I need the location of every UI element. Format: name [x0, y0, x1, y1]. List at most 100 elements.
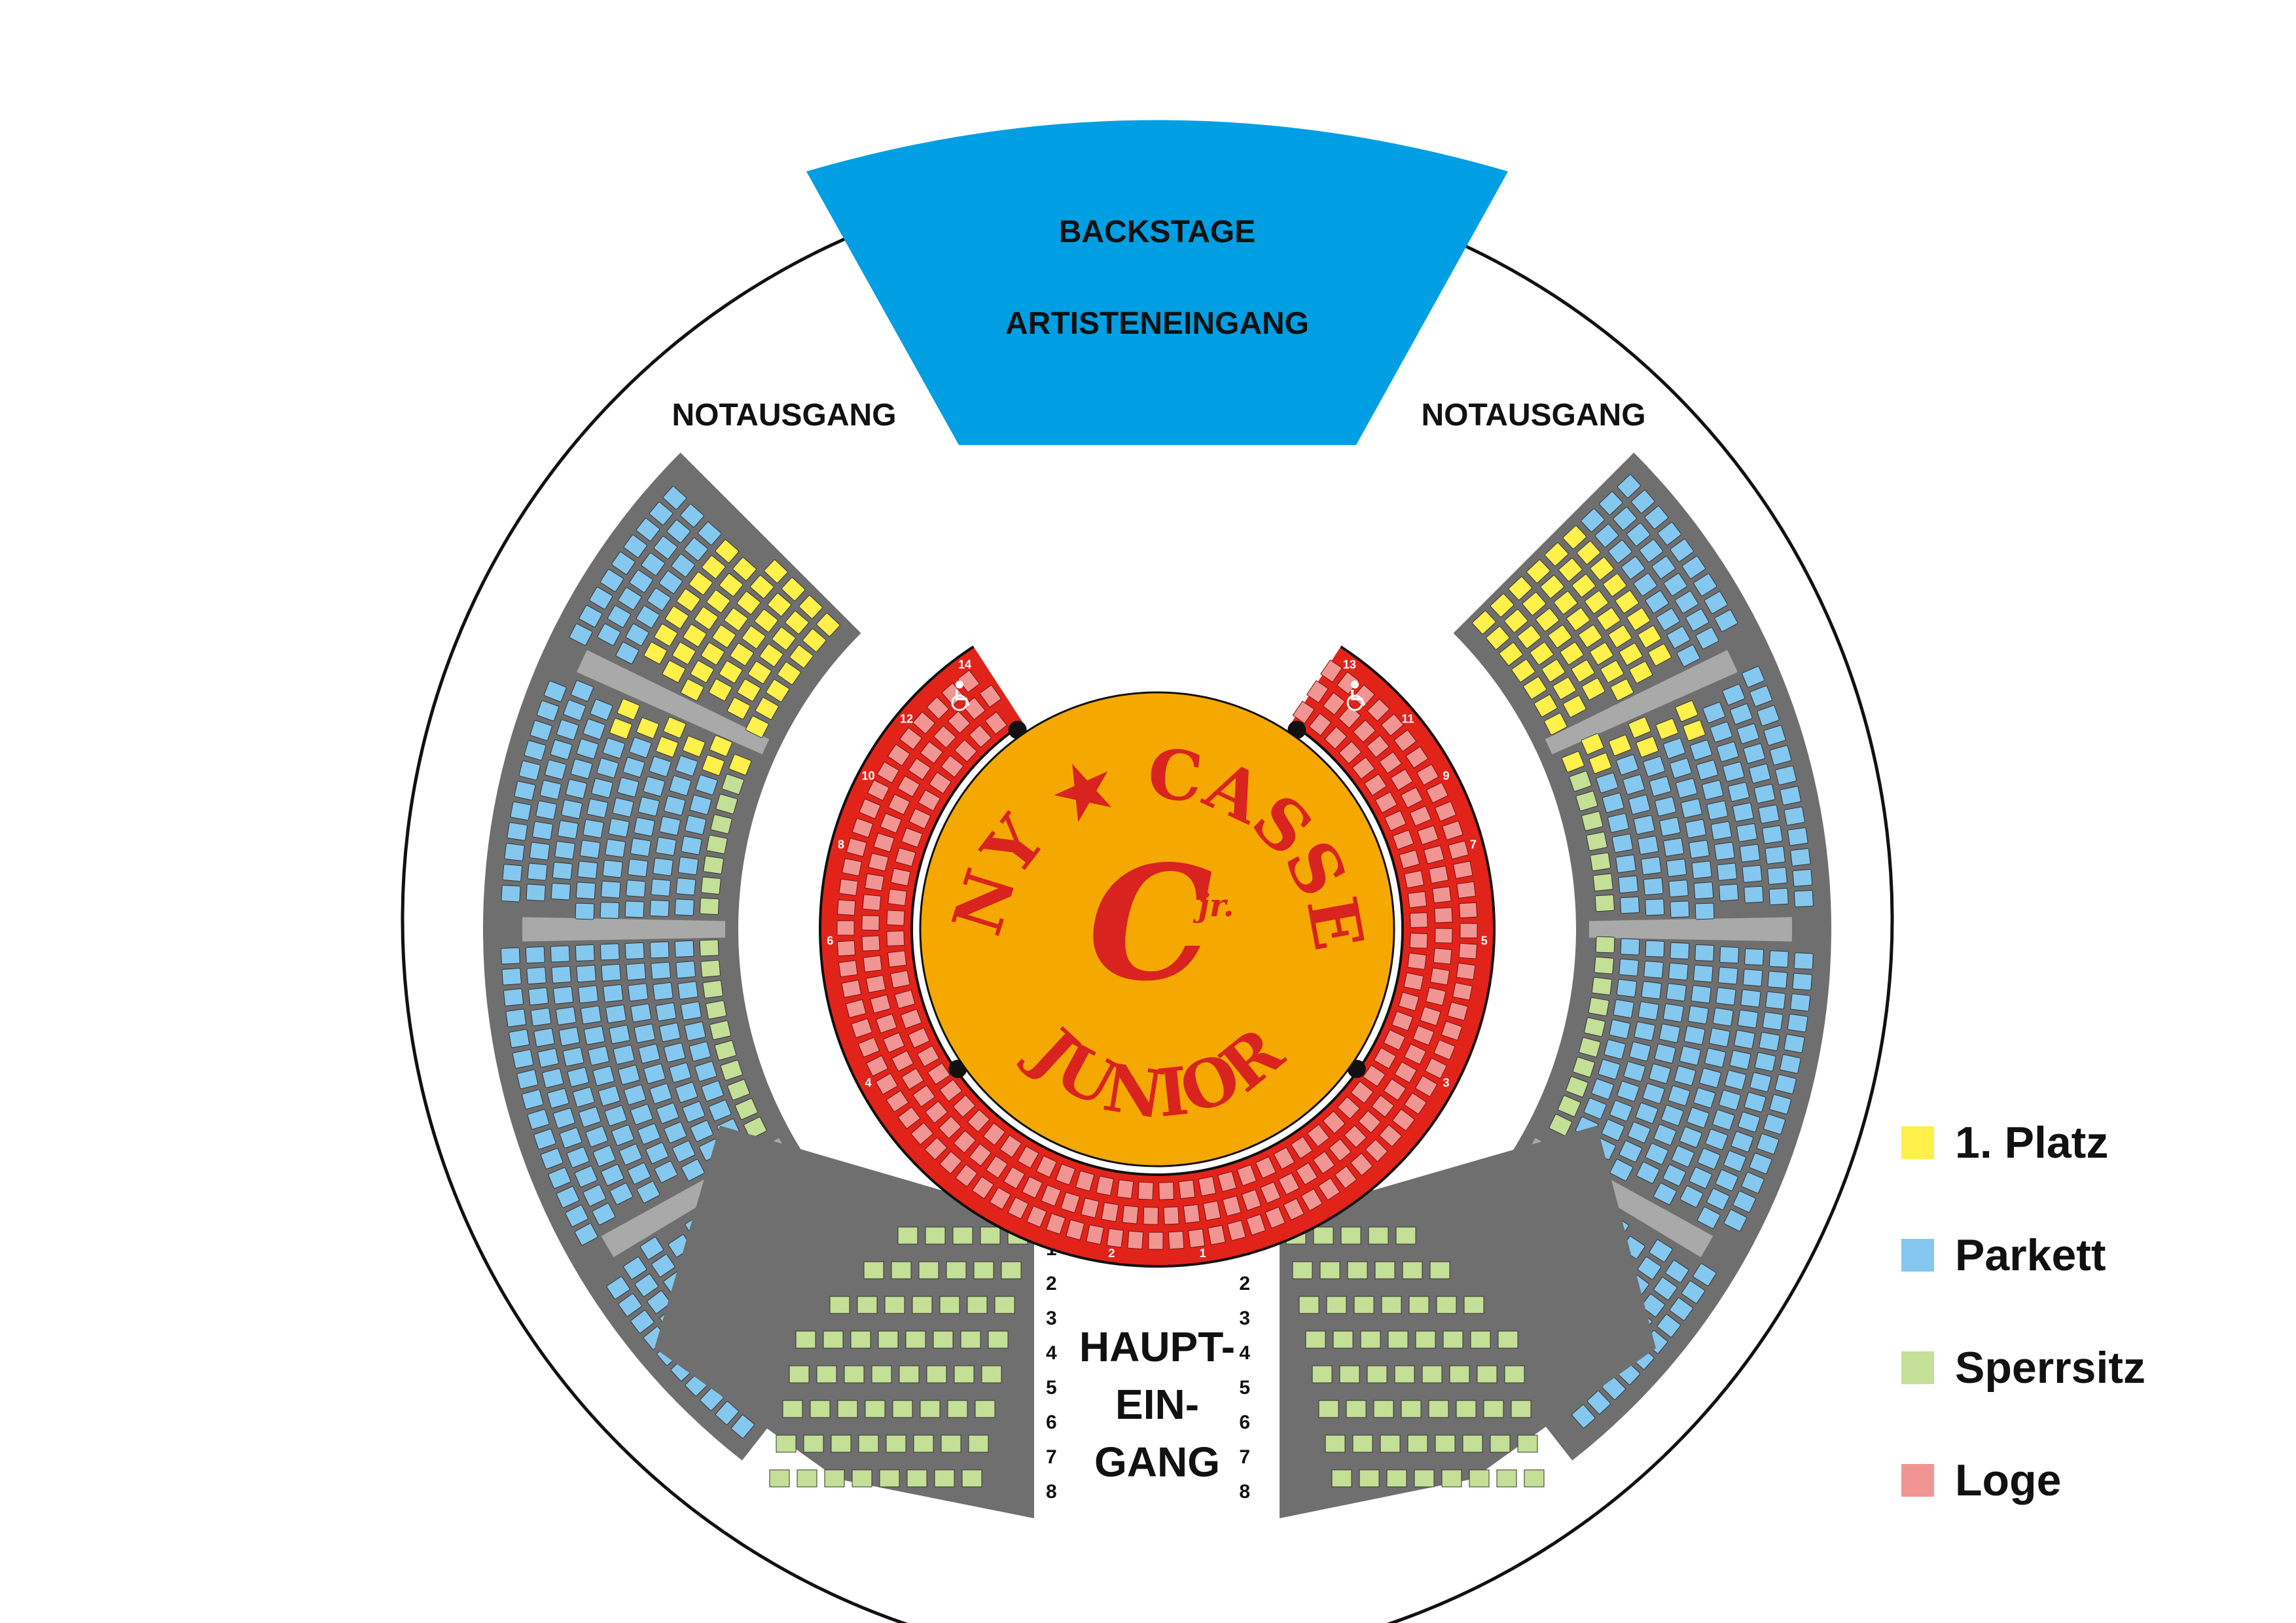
seat[interactable]	[584, 1026, 605, 1045]
seat[interactable]	[971, 1175, 994, 1200]
seat[interactable]	[630, 1103, 653, 1125]
seat[interactable]	[706, 590, 730, 613]
seat[interactable]	[1305, 1330, 1326, 1349]
seat[interactable]	[662, 486, 687, 510]
seat[interactable]	[975, 1400, 996, 1418]
seat[interactable]	[1456, 1400, 1477, 1418]
seat[interactable]	[1743, 743, 1766, 764]
seat[interactable]	[1670, 539, 1694, 562]
seat[interactable]	[981, 1365, 1002, 1383]
seat[interactable]	[1312, 1365, 1333, 1383]
seat[interactable]	[1657, 522, 1681, 546]
seat[interactable]	[889, 970, 910, 989]
seat[interactable]	[1787, 1014, 1808, 1033]
seat[interactable]	[939, 1079, 963, 1102]
seat[interactable]	[1608, 734, 1632, 757]
seat[interactable]	[643, 641, 668, 665]
seat[interactable]	[689, 1041, 711, 1061]
seat[interactable]	[920, 741, 943, 764]
seat[interactable]	[871, 1365, 892, 1383]
seat[interactable]	[574, 1223, 598, 1246]
seat[interactable]	[927, 1062, 951, 1085]
seat[interactable]	[845, 999, 867, 1018]
seat[interactable]	[596, 758, 619, 779]
seat[interactable]	[1320, 659, 1343, 683]
seat[interactable]	[1656, 608, 1680, 631]
seat[interactable]	[708, 1099, 732, 1122]
seat[interactable]	[1434, 801, 1457, 822]
seat[interactable]	[647, 1291, 671, 1314]
seat[interactable]	[1596, 772, 1619, 793]
seat[interactable]	[624, 1084, 647, 1105]
seat[interactable]	[700, 642, 725, 666]
seat[interactable]	[882, 1032, 905, 1053]
seat[interactable]	[1158, 1181, 1174, 1200]
seat[interactable]	[592, 1203, 616, 1226]
seat[interactable]	[897, 775, 920, 798]
seat[interactable]	[611, 1124, 634, 1146]
seat[interactable]	[1588, 997, 1609, 1016]
seat[interactable]	[1621, 556, 1645, 580]
seat[interactable]	[580, 1005, 601, 1025]
seat[interactable]	[1007, 1196, 1029, 1220]
seat[interactable]	[838, 959, 858, 978]
seat[interactable]	[836, 899, 856, 916]
seat[interactable]	[601, 880, 621, 899]
seat[interactable]	[1458, 942, 1478, 959]
seat[interactable]	[556, 719, 579, 740]
seat[interactable]	[684, 1021, 706, 1041]
seat[interactable]	[1702, 780, 1724, 800]
seat[interactable]	[522, 1089, 544, 1110]
seat[interactable]	[709, 1020, 732, 1041]
seat[interactable]	[639, 1236, 664, 1260]
seat[interactable]	[512, 1049, 534, 1069]
seat[interactable]	[702, 555, 726, 579]
seat[interactable]	[641, 552, 665, 576]
seat[interactable]	[674, 899, 694, 916]
seat[interactable]	[769, 1469, 790, 1488]
seat[interactable]	[1729, 1050, 1751, 1070]
seat[interactable]	[816, 1365, 837, 1383]
seat[interactable]	[887, 950, 907, 968]
seat[interactable]	[1649, 776, 1672, 796]
seat[interactable]	[1490, 594, 1515, 618]
seat[interactable]	[1623, 1061, 1646, 1082]
seat[interactable]	[857, 1037, 880, 1058]
seat[interactable]	[649, 899, 670, 917]
seat[interactable]	[1498, 1330, 1518, 1349]
seat[interactable]	[1391, 1109, 1416, 1132]
seat[interactable]	[863, 1261, 884, 1279]
seat[interactable]	[627, 1162, 651, 1185]
seat[interactable]	[565, 779, 588, 799]
seat[interactable]	[1511, 1400, 1532, 1418]
seat[interactable]	[625, 623, 649, 647]
seat[interactable]	[1227, 1220, 1246, 1241]
seat[interactable]	[1569, 770, 1592, 792]
seat[interactable]	[708, 679, 732, 702]
seat[interactable]	[1724, 1070, 1747, 1090]
seat[interactable]	[545, 759, 567, 780]
seat[interactable]	[1409, 806, 1432, 827]
seat[interactable]	[626, 963, 646, 981]
seat[interactable]	[1681, 1280, 1706, 1304]
seat[interactable]	[985, 1155, 1009, 1179]
seat[interactable]	[1767, 971, 1788, 989]
seat[interactable]	[967, 1109, 990, 1133]
seat[interactable]	[590, 699, 613, 721]
seat[interactable]	[1655, 796, 1677, 817]
seat[interactable]	[1308, 713, 1332, 736]
seat[interactable]	[624, 942, 645, 959]
seat[interactable]	[695, 774, 718, 796]
seat[interactable]	[1595, 936, 1615, 954]
seat[interactable]	[1138, 1181, 1154, 1200]
seat[interactable]	[669, 1062, 692, 1083]
seat[interactable]	[527, 863, 548, 881]
seat[interactable]	[1001, 1261, 1022, 1279]
seat[interactable]	[924, 1100, 948, 1124]
seat[interactable]	[710, 814, 732, 834]
seat[interactable]	[629, 569, 653, 593]
seat[interactable]	[1696, 1206, 1721, 1229]
seat[interactable]	[664, 795, 686, 816]
seat[interactable]	[785, 611, 809, 635]
seat[interactable]	[947, 710, 971, 734]
